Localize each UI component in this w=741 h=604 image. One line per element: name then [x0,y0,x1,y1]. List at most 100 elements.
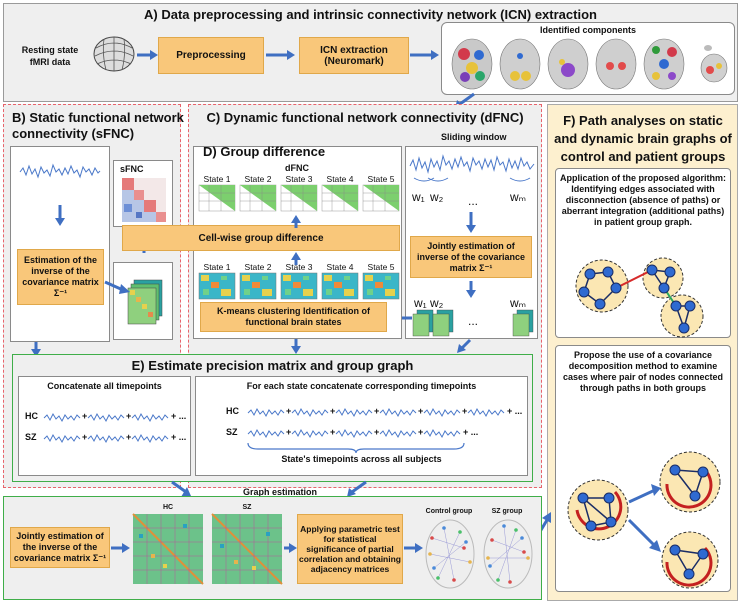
dfnc-state-matrix [321,184,359,212]
hc-timeseries [131,412,169,423]
cluster-state-matrix [239,272,277,300]
panel-f-title: F) Path analyses on static and dynamic b… [554,113,732,164]
plus-sign: + [418,427,424,437]
joint-estimation-c-box: Jointly estimation of inverse of the cov… [410,236,532,278]
cluster-state-label: State 3 [285,262,313,272]
arrow-a1 [137,50,158,60]
plus-sign: + [330,406,336,416]
panel-a-title: A) Data preprocessing and intrinsic conn… [144,7,597,22]
sz-state-timeseries [291,428,329,439]
hc-state-timeseries [335,407,373,418]
cluster-state-label: State 1 [203,262,231,272]
sz-timeseries [43,433,81,444]
concat-all-box [18,376,191,476]
concat-all-label: Concatenate all timepoints [47,381,162,391]
covariance-decomposition-graph [567,451,721,589]
sz-group-brain [483,519,533,589]
panel-e-title: E) Estimate precision matrix and group g… [131,358,414,373]
dfnc-state-matrix [280,184,318,212]
arrow-e-left [171,480,191,497]
control-group-brain [425,519,475,589]
dfnc-state-label: State 4 [326,174,354,184]
arrow-b-down [55,205,65,226]
plus-sign: + [82,411,88,421]
timeseries-b [19,163,101,179]
w1-label: w₁ [412,190,425,204]
concat-state-box [195,376,528,476]
parametric-box: Applying parametric test for statistical… [297,514,403,584]
arrow-b-to-e [31,342,41,357]
hc-state-timeseries [379,407,417,418]
hc-row-label: HC [25,411,38,421]
plus-sign: + [374,406,380,416]
wm-label-b: wₘ [510,296,527,310]
hc-state-timeseries [423,407,461,418]
panel-d-title: D) Group difference [203,144,326,159]
arrow-e2 [284,543,297,553]
plus-sign: + [462,406,468,416]
panel-b-title: B) Static functional network connectivit… [12,110,184,141]
cluster-state-label: State 5 [367,262,395,272]
plus-ellipsis: + ... [507,406,523,416]
hc-matrix-label: HC [162,504,174,511]
hc-precision-matrix [132,513,204,585]
window-matrices [412,309,534,337]
arrow-b-to-precision [104,280,130,294]
preprocessing-box: Preprocessing [158,37,264,74]
plus-sign: + [126,432,132,442]
plus-ellipsis: + ... [463,427,479,437]
hc-state-timeseries [467,407,505,418]
sz-matrix-label: SZ [242,504,252,511]
dfnc-state-label: State 1 [203,174,231,184]
arrow-d-to-e [291,339,301,354]
cluster-state-label: State 4 [326,262,354,272]
hc-timeseries [43,412,81,423]
sz-precision-matrix [211,513,283,585]
disconnection-graph [575,257,704,338]
dfnc-state-matrix [362,184,400,212]
sz-timeseries [87,433,125,444]
arrow-a3 [410,50,439,60]
kmeans-box: K-means clustering Identification of fun… [200,302,387,332]
estimation-b-box: Estimation of the inverse of the covaria… [17,249,104,305]
panel-f-box1-text: Application of the proposed algorithm: I… [560,173,726,227]
component-brains [451,38,728,90]
dfnc-state-matrix [198,184,236,212]
w2-label-b: w₂ [430,296,444,310]
cluster-state-matrix [280,272,318,300]
w2-label: w₂ [430,190,444,204]
cluster-state-matrix [321,272,359,300]
components-label: Identified components [539,25,636,35]
plus-sign: + [286,406,292,416]
plus-sign: + [418,406,424,416]
joint-estimation-e-box: Jointly estimation of the inverse of the… [10,527,110,568]
panel-f-box2-text: Propose the use of a covariance decompos… [562,350,724,393]
sz-state-timeseries [247,428,285,439]
arrow-e1 [111,543,130,553]
sz-state-timeseries [335,428,373,439]
sfnc-matrix [122,178,166,222]
dots-label-b: ... [468,314,479,328]
hc-state-row-label: HC [226,406,239,416]
sz-group-label: SZ group [491,508,523,515]
state-timepoints-label: State's timepoints across all subjects [281,454,442,464]
w1-label-b: w₁ [414,296,427,310]
hc-state-timeseries [247,407,285,418]
arrow-d-up1 [291,215,301,228]
cluster-state-label: State 2 [244,262,272,272]
plus-sign: + [286,427,292,437]
dots-label: ... [468,194,479,208]
dfnc-state-matrix [239,184,277,212]
cluster-state-matrix [198,272,236,300]
control-group-label: Control group [425,508,473,515]
sliding-window-label: Sliding window [441,132,507,142]
plus-sign: + [374,427,380,437]
plus-sign: + [126,411,132,421]
graph-estimation-label: Graph estimation [242,487,317,497]
dfnc-label: dFNC [285,163,309,173]
dfnc-state-label: State 2 [244,174,272,184]
wm-label: wₘ [510,190,527,204]
brain-mesh-icon [93,36,135,72]
plus-ellipsis: + ... [171,411,187,421]
concat-state-label: For each state concatenate corresponding… [246,381,477,391]
